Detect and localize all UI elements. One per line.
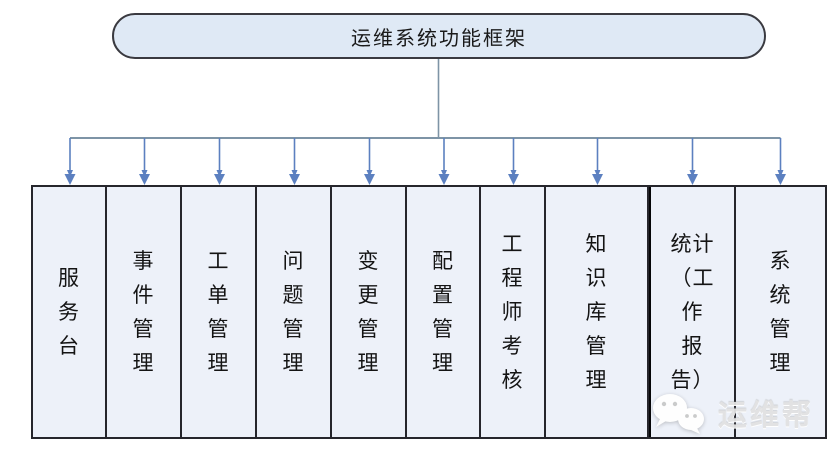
module-label-line: 管 [132,317,155,341]
module-label-line: 作 [681,300,704,324]
module-label-line: 务 [58,300,80,324]
module-knowledge-base-mgmt: 知识库管理 [546,187,649,437]
watermark: 运维帮 [648,390,828,436]
module-label-line: 配 [432,249,454,273]
module-change-mgmt: 变更管理 [332,187,407,437]
module-work-order-mgmt: 工单管理 [182,187,257,437]
module-label-line: 理 [132,351,155,375]
module-label-line: 统计 [670,232,715,256]
module-label-line: 理 [282,351,305,375]
module-label-line: 事 [132,249,155,273]
module-label-line: 程 [501,266,524,290]
module-system-mgmt: 系统管理 [736,187,825,437]
module-label-line: 知 [585,232,608,256]
framework-title-box: 运维系统功能框架 [112,13,766,59]
module-label-line: 工 [207,249,230,273]
watermark-label: 运维帮 [718,400,815,432]
module-label-line: 题 [282,283,305,307]
module-label-line: 库 [585,300,608,324]
module-label-line: 变 [357,249,380,273]
module-label-line: 管 [769,317,792,341]
module-label-line: 师 [501,300,524,324]
module-label-line: 问 [282,249,305,273]
module-label-line: 台 [58,334,80,358]
module-label-line: 更 [357,283,380,307]
module-service-desk: 服务台 [33,187,107,437]
module-label-line: 考 [501,334,524,358]
module-label-line: 服 [58,266,80,290]
module-label-line: 理 [207,351,230,375]
module-label-line: 管 [432,317,454,341]
module-label-line: 理 [357,351,380,375]
module-label-line: 识 [585,266,608,290]
module-incident-mgmt: 事件管理 [107,187,182,437]
module-label-line: 置 [432,283,454,307]
module-label-line: 单 [207,283,230,307]
module-label-line: 告） [670,368,715,392]
module-label-line: 管 [207,317,230,341]
wechat-icon [653,394,704,434]
module-columns: 服务台事件管理工单管理问题管理变更管理配置管理工程师考核知识库管理统计（工作报告… [31,185,827,439]
module-label-line: 管 [585,334,608,358]
module-label-line: 报 [681,334,704,358]
module-label-line: （工 [670,266,715,290]
module-label-line: 管 [357,317,380,341]
module-label-line: 核 [501,368,524,392]
framework-title: 运维系统功能框架 [351,27,527,50]
module-label-line: 工 [501,232,524,256]
module-label-line: 理 [585,368,608,392]
module-problem-mgmt: 问题管理 [257,187,332,437]
module-label-line: 件 [132,283,155,307]
module-engineer-assessment: 工程师考核 [481,187,546,437]
module-label-line: 系 [769,249,792,273]
module-label-line: 统 [769,283,792,307]
module-label-line: 理 [432,351,454,375]
module-label-line: 管 [282,317,305,341]
module-config-mgmt: 配置管理 [407,187,481,437]
module-label-line: 理 [769,351,792,375]
